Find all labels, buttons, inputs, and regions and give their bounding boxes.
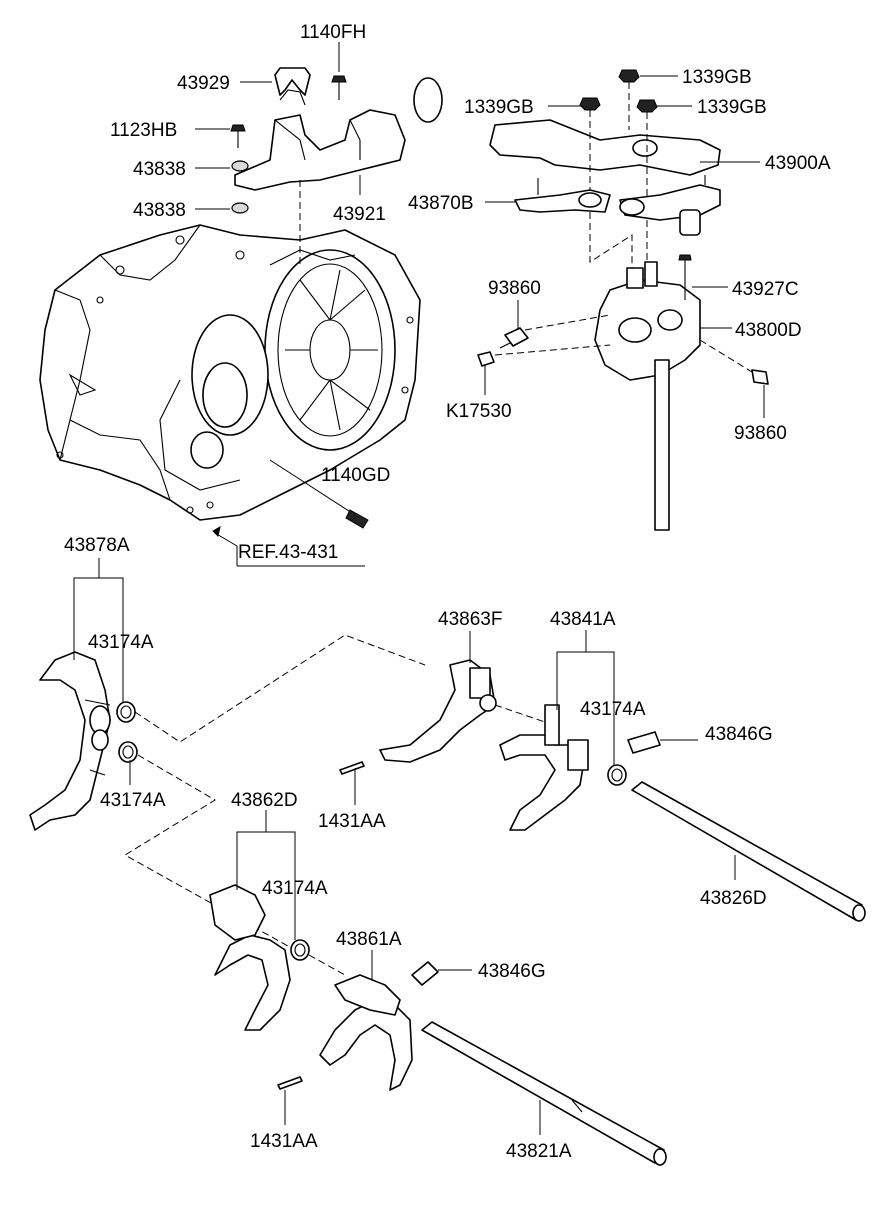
label-ref-43-431: REF.43-431 [238, 542, 338, 563]
rail-43826D [631, 781, 866, 922]
bush-43174A-1 [116, 701, 136, 723]
switch-93860-right [699, 339, 769, 385]
label-43174A-2: 43174A [100, 790, 166, 811]
switch-93860-left [494, 314, 611, 356]
gasket-ring [413, 77, 443, 123]
fork-43861A [319, 974, 413, 1091]
label-43870B: 43870B [408, 193, 474, 214]
label-43800D: 43800D [735, 320, 802, 341]
dash-link-fork-2 [124, 754, 296, 951]
label-1140FH: 1140FH [300, 22, 366, 43]
label-1123HB: 1123HB [110, 120, 177, 141]
label-43841A: 43841A [550, 609, 616, 630]
bolt-1140GD [269, 459, 369, 529]
nuts-1339GB [579, 69, 658, 200]
label-K17530: K17530 [446, 401, 512, 422]
label-93860-left: 93860 [488, 278, 541, 299]
part-labels: 1140FH 43929 1123HB 43838 43838 43921 13… [64, 22, 831, 1162]
washer-43838-lower [231, 202, 249, 214]
label-1339GB-top: 1339GB [682, 67, 752, 88]
shift-lever-43900A [489, 119, 721, 236]
label-43174A-1: 43174A [88, 632, 154, 653]
label-43900A: 43900A [765, 153, 831, 174]
washer-43838-upper [231, 160, 249, 172]
fork-43878A [29, 651, 111, 831]
plug-43846G-1 [627, 731, 661, 754]
label-1431AA-1: 1431AA [318, 811, 386, 832]
label-43826D: 43826D [700, 888, 767, 909]
pin-1431AA-1 [339, 761, 365, 775]
dash-link-fork-1 [134, 634, 426, 743]
label-43174A-4: 43174A [262, 878, 328, 899]
label-43878A: 43878A [64, 535, 130, 556]
bush-43174A-4 [290, 939, 310, 961]
pin-1431AA-2 [277, 1076, 303, 1090]
bush-43174A-2 [118, 741, 138, 763]
label-43861A: 43861A [336, 929, 402, 950]
bolt-1123HB [230, 124, 246, 148]
fork-43863F [379, 659, 546, 763]
plug-K17530 [477, 351, 495, 367]
lever-43870B [514, 178, 611, 213]
leader-lines [73, 42, 765, 1135]
rail-43821A [421, 1021, 667, 1166]
fork-43862D [209, 884, 291, 1031]
control-housing-43800D [594, 254, 701, 531]
bush-43174A-3 [607, 764, 627, 786]
label-43862D: 43862D [231, 790, 298, 811]
transmission-case [39, 224, 421, 521]
label-43821A: 43821A [506, 1141, 572, 1162]
label-1339GB-right: 1339GB [697, 97, 767, 118]
label-1140GD: 1140GD [321, 465, 390, 486]
clip-43929 [274, 67, 311, 96]
bolt-1140FH [331, 75, 347, 100]
label-1339GB-left: 1339GB [464, 97, 534, 118]
label-43929: 43929 [177, 73, 230, 94]
label-43838-upper: 43838 [133, 159, 186, 180]
dash-link-shaft [589, 212, 633, 275]
label-43921: 43921 [333, 204, 386, 225]
fork-43841A [499, 704, 589, 831]
label-43863F: 43863F [438, 609, 502, 630]
dash-link-fork-3 [308, 954, 346, 976]
label-43846G-2: 43846G [478, 961, 546, 982]
plug-43846G-2 [411, 961, 439, 986]
label-43846G-1: 43846G [705, 724, 773, 745]
label-1431AA-2: 1431AA [250, 1131, 318, 1152]
label-43174A-3: 43174A [580, 699, 646, 720]
label-93860-right: 93860 [734, 423, 787, 444]
label-43927C: 43927C [732, 279, 799, 300]
bracket-43921 [234, 89, 406, 191]
label-43838-lower: 43838 [133, 200, 186, 221]
